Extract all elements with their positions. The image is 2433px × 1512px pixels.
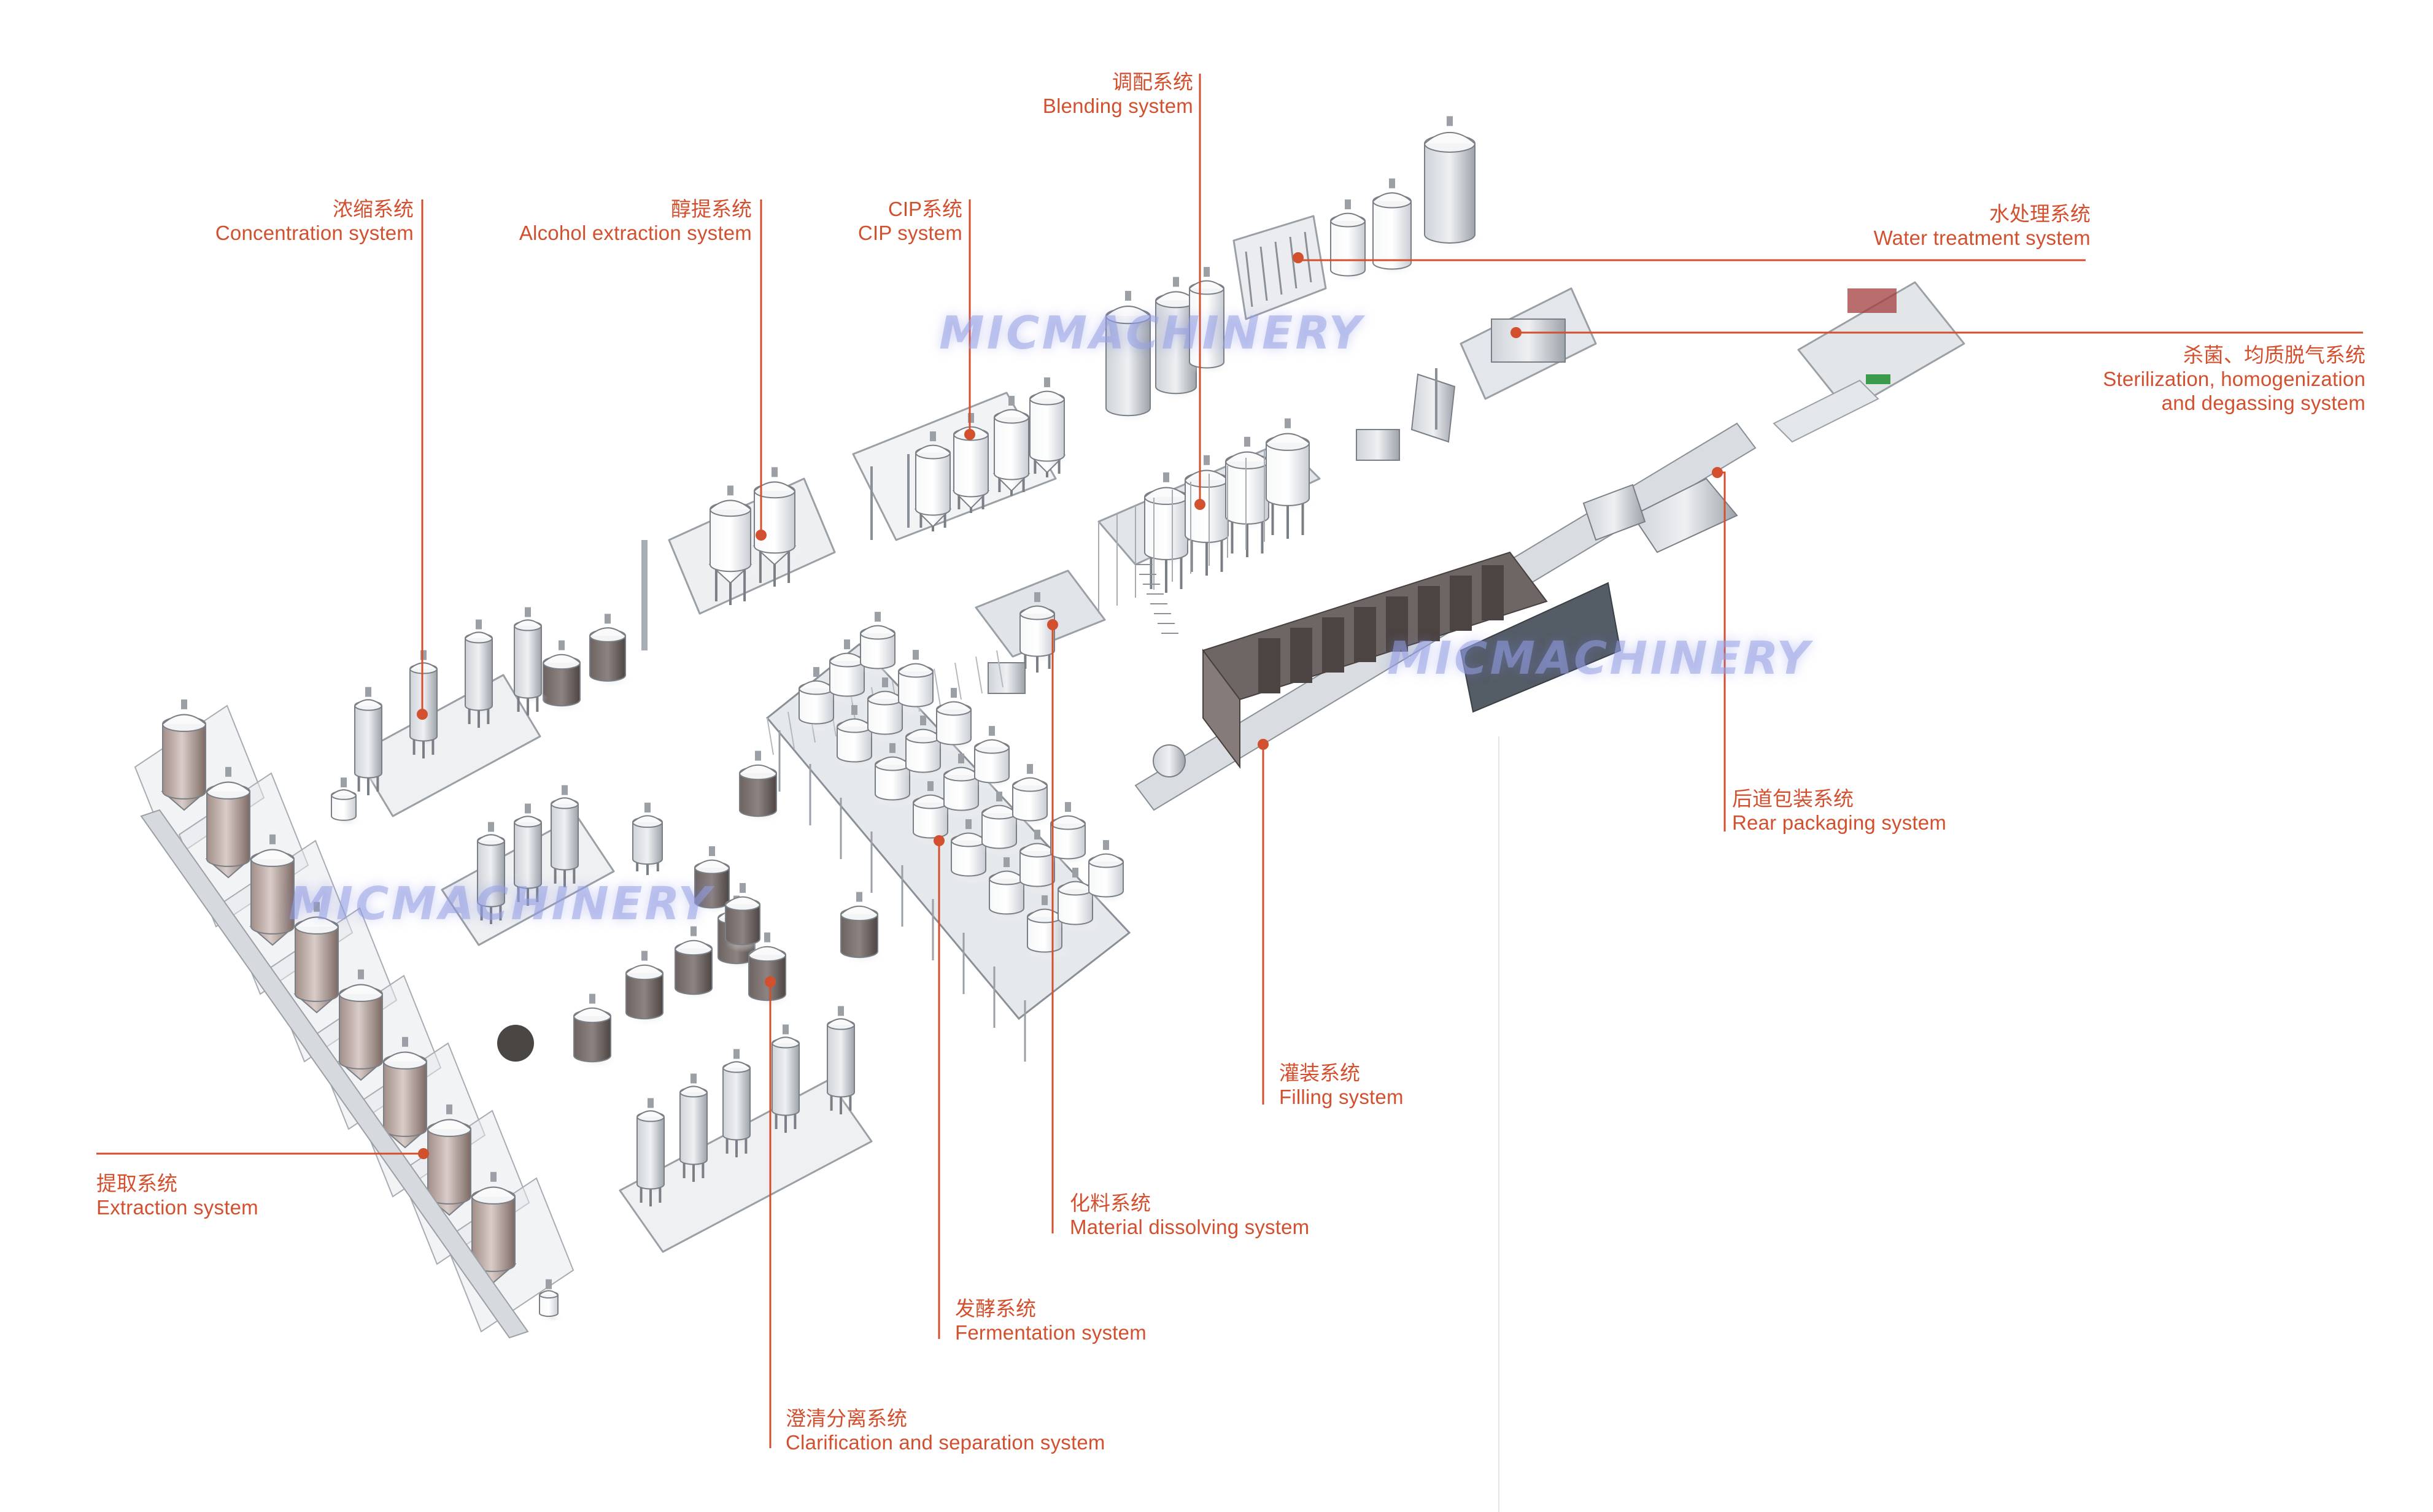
rear-packaging-end — [1773, 281, 1965, 443]
extraction-equipment — [134, 699, 574, 1339]
label-blending-zh: 调配系统 — [1112, 71, 1193, 93]
small-blending-equipment — [1356, 368, 1456, 461]
watermark-top: MICMACHINERY — [939, 307, 1364, 360]
blending-equipment — [1097, 418, 1321, 634]
label-cip-zh: CIP系统 — [888, 198, 962, 220]
water-treatment-equipment — [1232, 116, 1485, 320]
label-sterilization-en1: Sterilization, homogenization — [2103, 367, 2365, 390]
label-filling-en: Filling system — [1279, 1085, 1404, 1108]
label-water-zh: 水处理系统 — [1989, 202, 2091, 225]
label-cip-en: CIP system — [857, 221, 962, 244]
label-rear-packaging: 后道包装系统 Rear packaging system — [1732, 787, 1946, 835]
cip-equipment — [852, 377, 1072, 541]
equipment-layer — [134, 116, 1965, 1339]
label-rear-packaging-en: Rear packaging system — [1732, 811, 1947, 834]
label-fermentation-en: Fermentation system — [955, 1321, 1147, 1344]
label-blending-en: Blending system — [1042, 94, 1193, 117]
label-alcohol-extraction: 醇提系统 Alcohol extraction system — [519, 198, 752, 245]
label-alcohol-en: Alcohol extraction system — [519, 221, 752, 244]
label-clarification-zh: 澄清分离系统 — [786, 1407, 907, 1430]
label-alcohol-zh: 醇提系统 — [671, 198, 752, 220]
label-extraction: 提取系统 Extraction system — [96, 1172, 258, 1220]
concentration-equipment — [331, 607, 549, 828]
label-sterilization-zh: 杀菌、均质脱气系统 — [2183, 344, 2365, 366]
watermark-middle: MICMACHINERY — [1387, 632, 1812, 685]
sterilization-equipment — [1460, 287, 1597, 400]
label-fermentation: 发酵系统 Fermentation system — [955, 1297, 1147, 1345]
leader-lines — [96, 74, 2363, 1512]
fermentation-equipment — [765, 612, 1131, 1062]
label-cip: CIP系统 CIP system — [858, 198, 962, 245]
label-sterilization: 杀菌、均质脱气系统 Sterilization, homogenization … — [2103, 344, 2365, 415]
label-water-treatment: 水处理系统 Water treatment system — [1874, 202, 2091, 250]
label-concentration-zh: 浓缩系统 — [333, 198, 414, 220]
label-rear-packaging-zh: 后道包装系统 — [1732, 787, 1854, 810]
blending-large-tanks — [1104, 267, 1232, 425]
label-dissolving-en: Material dissolving system — [1070, 1215, 1310, 1238]
label-filling: 灌装系统 Filling system — [1279, 1062, 1404, 1109]
label-extraction-zh: 提取系统 — [96, 1172, 177, 1195]
label-dissolving-zh: 化料系统 — [1070, 1192, 1151, 1214]
label-concentration-en: Concentration system — [215, 221, 414, 244]
label-concentration: 浓缩系统 Concentration system — [215, 198, 414, 245]
label-clarification: 澄清分离系统 Clarification and separation syst… — [786, 1407, 1105, 1455]
watermark-left: MICMACHINERY — [288, 878, 714, 930]
label-extraction-en: Extraction system — [96, 1195, 258, 1219]
label-filling-zh: 灌装系统 — [1279, 1062, 1360, 1084]
label-blending: 调配系统 Blending system — [1043, 71, 1193, 118]
label-clarification-en: Clarification and separation system — [786, 1430, 1105, 1454]
dissolving-equipment — [975, 569, 1106, 694]
label-sterilization-en2: and degassing system — [2161, 391, 2365, 414]
label-water-en: Water treatment system — [1873, 226, 2091, 249]
filling-line — [1134, 422, 1757, 811]
label-fermentation-zh: 发酵系统 — [955, 1297, 1036, 1320]
label-material-dissolving: 化料系统 Material dissolving system — [1070, 1192, 1309, 1240]
alcohol-extraction-equipment — [542, 467, 836, 714]
